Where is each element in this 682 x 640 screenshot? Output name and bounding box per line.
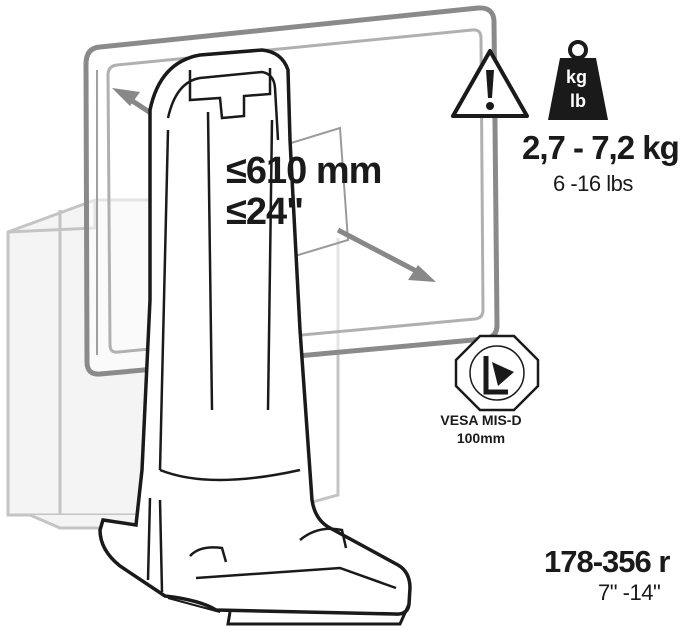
vesa-spec-label: VESA MIS-D 100mm xyxy=(418,411,544,447)
screen-size-inch-label: ≤24" xyxy=(226,191,304,233)
weight-range-kg-label: 2,7 - 7,2 kg xyxy=(522,129,680,166)
kettlebell-weight-icon xyxy=(548,40,608,120)
warning-triangle-icon xyxy=(451,49,529,118)
vesa-standard-label: VESA MIS-D xyxy=(440,412,522,428)
height-range-inch-label: 7" -14" xyxy=(598,580,661,605)
stand-column xyxy=(98,48,412,626)
vesa-compliant-badge-icon xyxy=(454,334,540,412)
vesa-pattern-label: 100mm xyxy=(456,430,506,446)
screen-size-mm-label: ≤610 mm xyxy=(226,150,382,192)
weight-icon-unit-kg: kg xyxy=(566,67,588,87)
weight-icon-unit-lb: lb xyxy=(570,91,586,111)
weight-range-lbs-label: 6 -16 lbs xyxy=(553,171,633,196)
height-range-mm-label: 178-356 r xyxy=(544,544,670,579)
